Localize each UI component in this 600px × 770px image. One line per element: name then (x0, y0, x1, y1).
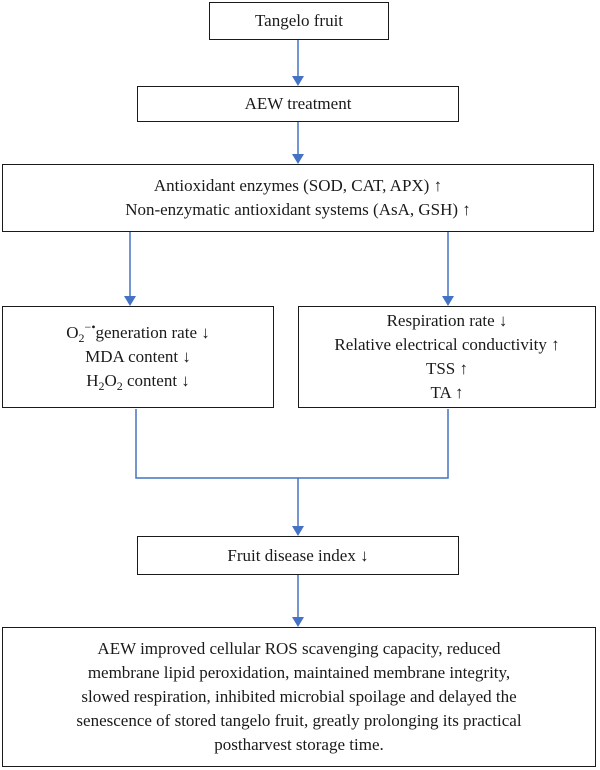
conclusion-line-1: AEW improved cellular ROS scavenging cap… (97, 639, 501, 658)
electrical-conductivity-label: Relative electrical conductivity ↑ (334, 335, 560, 354)
arrowhead-right (442, 296, 454, 306)
tangelo-fruit-label: Tangelo fruit (254, 11, 344, 30)
conclusion-node: AEW improved cellular ROS scavenging cap… (2, 627, 596, 767)
oxidative-damage-node: O2−•generation rate ↓ MDA content ↓ H2O2… (2, 306, 274, 408)
conclusion-line-4: senescence of stored tangelo fruit, grea… (76, 711, 522, 730)
conclusion-line-3: slowed respiration, inhibited microbial … (81, 687, 517, 706)
respiration-rate-label: Respiration rate ↓ (386, 311, 508, 330)
aew-treatment-node: AEW treatment (137, 86, 459, 122)
conclusion-line-5: postharvest storage time. (214, 735, 384, 754)
arrowhead-aew (292, 76, 304, 86)
conclusion-line-2: membrane lipid peroxidation, maintained … (87, 663, 511, 682)
aew-treatment-label: AEW treatment (244, 94, 352, 113)
arrowhead-conclusion (292, 617, 304, 627)
quality-indicators-node: Respiration rate ↓ Relative electrical c… (298, 306, 596, 408)
merge-connector (135, 409, 449, 479)
arrowhead-disease (292, 526, 304, 536)
tss-label: TSS ↑ (425, 359, 469, 378)
antioxidant-enzymes-label: Antioxidant enzymes (SOD, CAT, APX) ↑ (153, 176, 443, 195)
non-enzymatic-antioxidant-label: Non-enzymatic antioxidant systems (AsA, … (125, 200, 471, 219)
o2-generation-rate-label: O2−•generation rate ↓ (66, 320, 210, 345)
antioxidant-node: Antioxidant enzymes (SOD, CAT, APX) ↑ No… (2, 164, 594, 232)
h2o2-content-label: H2O2 content ↓ (86, 371, 190, 393)
ta-label: TA ↑ (430, 383, 464, 402)
fruit-disease-index-node: Fruit disease index ↓ (137, 536, 459, 575)
tangelo-fruit-node: Tangelo fruit (209, 2, 389, 40)
mda-content-label: MDA content ↓ (85, 347, 191, 366)
fruit-disease-index-label: Fruit disease index ↓ (227, 545, 369, 565)
arrowhead-left (124, 296, 136, 306)
arrowhead-antioxidant (292, 154, 304, 164)
